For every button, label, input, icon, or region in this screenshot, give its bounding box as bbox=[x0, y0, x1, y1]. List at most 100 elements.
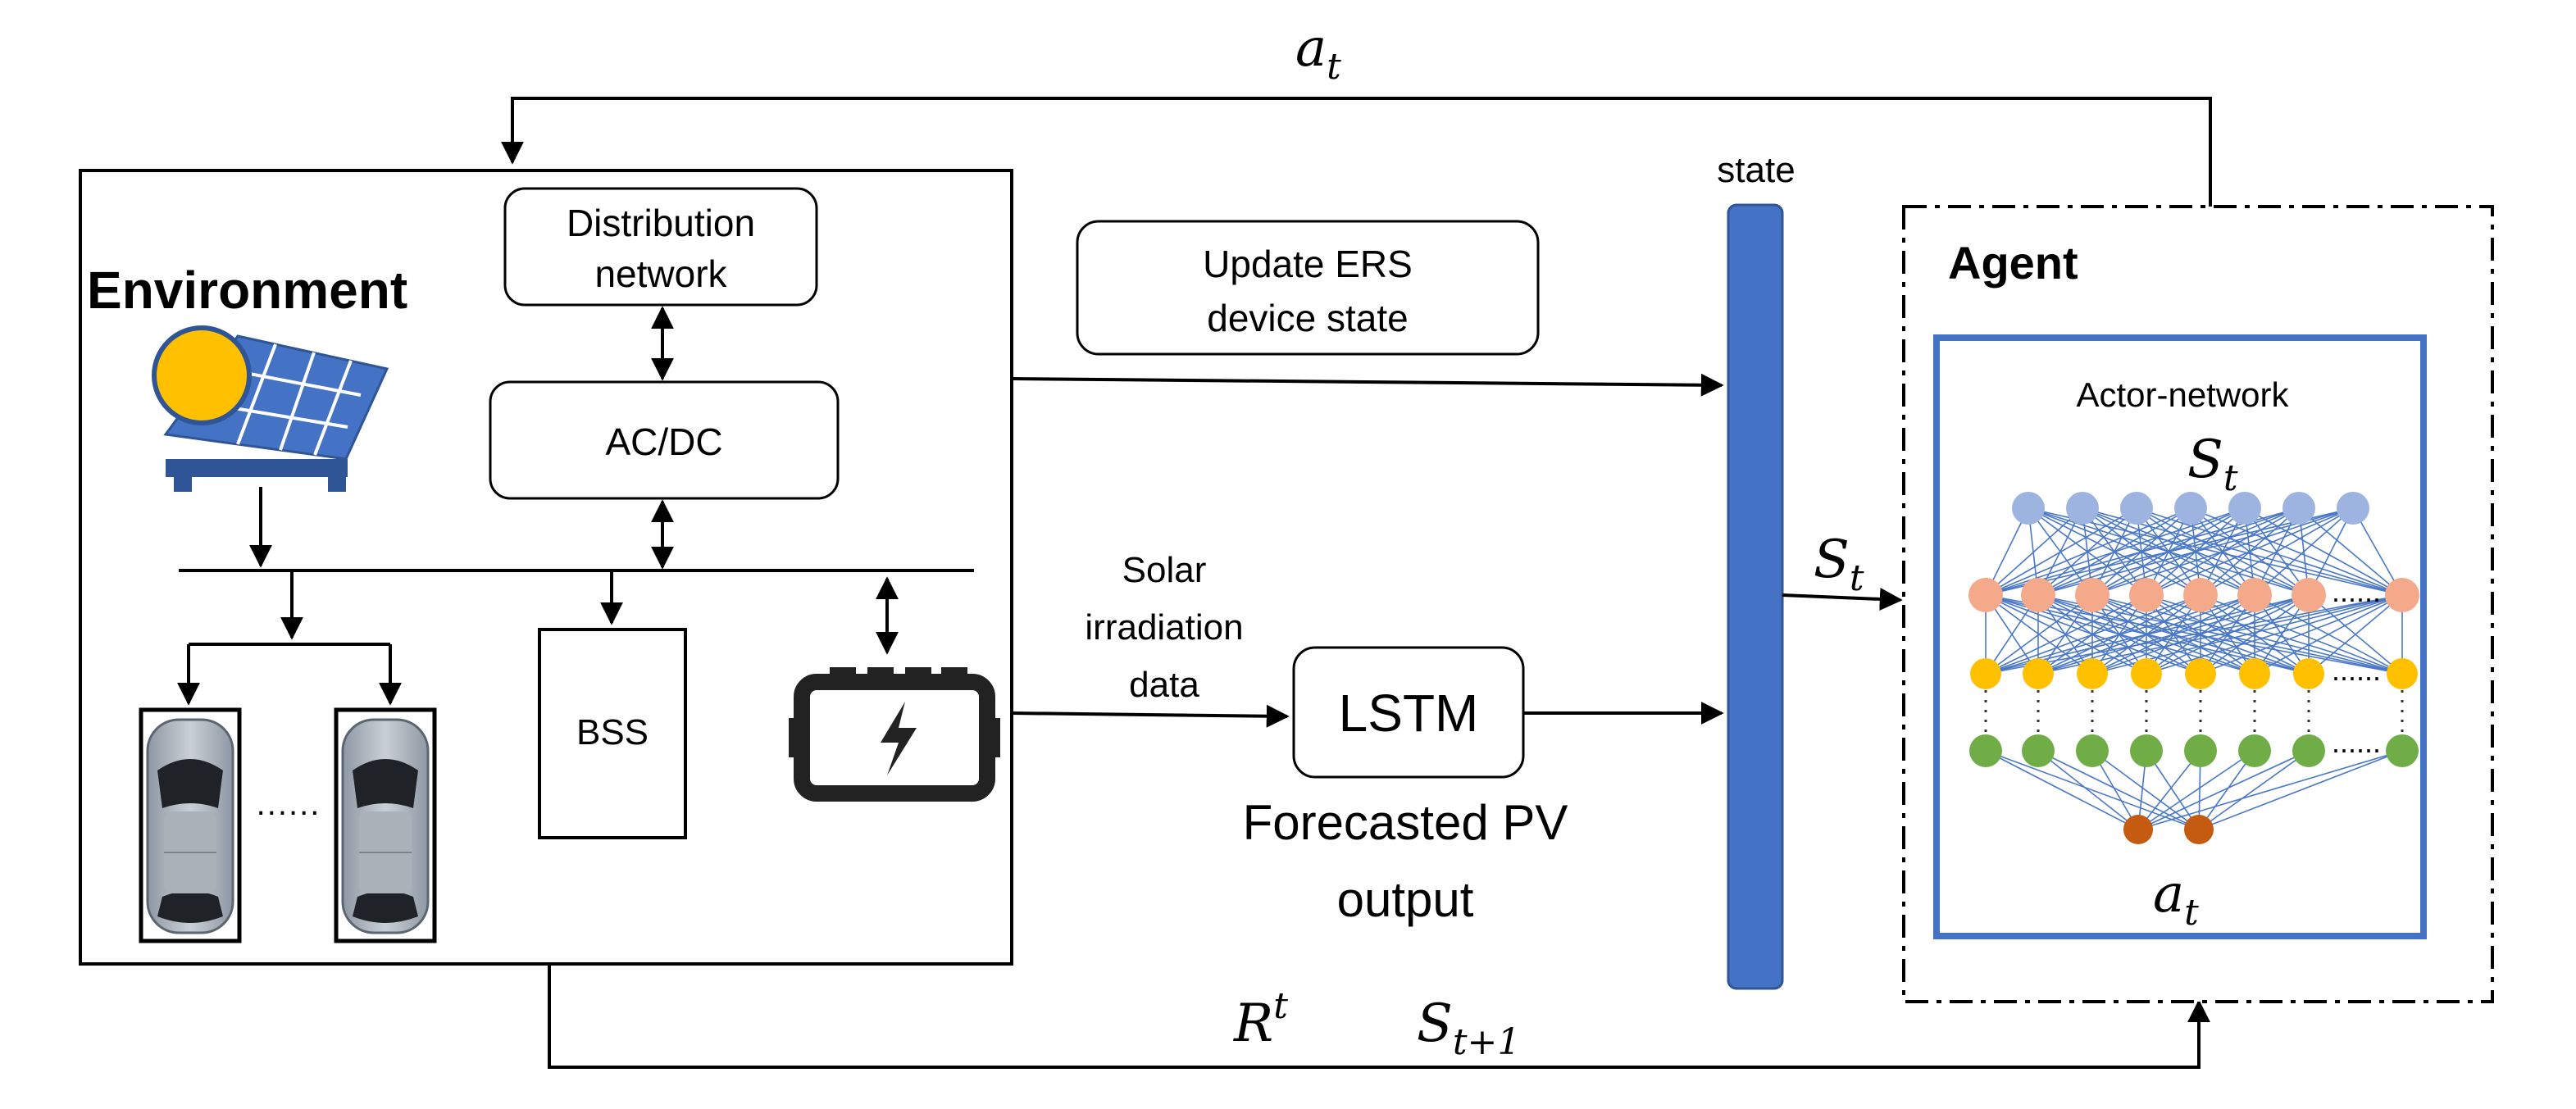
next-state-label: St+1 bbox=[1417, 993, 1520, 1063]
nn-edge bbox=[2137, 750, 2201, 830]
nn-node-hidden3 bbox=[2292, 734, 2325, 767]
actor-neural-network bbox=[1968, 492, 2419, 844]
nn-node-hidden2 bbox=[2387, 658, 2418, 689]
nn-node-hidden2 bbox=[2131, 658, 2162, 689]
actor-network-title: Actor-network bbox=[2076, 375, 2289, 414]
nn-node-output bbox=[2123, 815, 2153, 844]
nn-edge bbox=[2244, 507, 2403, 596]
state-label: state bbox=[1717, 150, 1795, 190]
nn-ellipsis-layer2: ...... bbox=[2332, 575, 2381, 608]
nn-edge bbox=[2146, 594, 2403, 675]
distribution-network-label-1: Distribution bbox=[567, 202, 755, 244]
acdc-box bbox=[489, 380, 840, 500]
nn-edge bbox=[2200, 507, 2354, 596]
sun-icon bbox=[152, 325, 252, 425]
action-label-top: at bbox=[1295, 18, 1341, 88]
nn-node-hidden1 bbox=[2385, 578, 2419, 612]
lstm-label: LSTM bbox=[1339, 684, 1479, 743]
nn-node-hidden2 bbox=[1970, 658, 2001, 689]
state-to-agent-label: St bbox=[1814, 530, 1864, 599]
nn-edge bbox=[2298, 507, 2403, 596]
nn-edge bbox=[1985, 594, 2403, 675]
nn-edge bbox=[1985, 507, 2137, 596]
nn-edge bbox=[2190, 507, 2403, 596]
nn-edge bbox=[2308, 594, 2403, 675]
nn-node-input bbox=[2282, 492, 2315, 525]
update-ers-label-2: device state bbox=[1207, 297, 1408, 339]
nn-node-input bbox=[2174, 492, 2207, 525]
bss-label: BSS bbox=[576, 712, 649, 752]
car-ellipsis: ...... bbox=[257, 786, 321, 822]
nn-edge bbox=[1985, 507, 2191, 596]
nn-node-hidden2 bbox=[2239, 658, 2270, 689]
nn-node-input bbox=[2066, 492, 2099, 525]
bss-box bbox=[538, 628, 687, 839]
nn-node-hidden2 bbox=[2023, 658, 2054, 689]
forecast-label-1: Forecasted PV bbox=[1243, 795, 1568, 850]
reward-label: Rt bbox=[1233, 985, 1288, 1054]
state-bar bbox=[1727, 203, 1784, 990]
nn-edge bbox=[2136, 507, 2403, 596]
solar-label-2: irradiation bbox=[1085, 607, 1243, 648]
nn-edge bbox=[2091, 507, 2354, 596]
nn-edge bbox=[2091, 594, 2310, 675]
battery-charger-icon bbox=[789, 667, 1000, 802]
nn-node-hidden2 bbox=[2077, 658, 2108, 689]
nn-node-hidden1 bbox=[2075, 578, 2109, 612]
nn-node-hidden3 bbox=[2130, 734, 2163, 767]
nn-edge bbox=[2198, 750, 2403, 830]
nn-edge bbox=[2198, 750, 2310, 830]
agent-title: Agent bbox=[1948, 237, 2078, 289]
actor-input-state-label: St bbox=[2187, 430, 2238, 499]
env-to-state-arrow bbox=[1011, 373, 1724, 397]
acdc-label: AC/DC bbox=[605, 420, 722, 463]
nn-edge bbox=[2254, 594, 2403, 675]
nn-edge bbox=[2200, 594, 2403, 675]
nn-node-hidden3 bbox=[2076, 734, 2109, 767]
nn-node-hidden3 bbox=[1969, 734, 2002, 767]
nn-node-hidden1 bbox=[2129, 578, 2164, 612]
nn-edge bbox=[2254, 507, 2354, 596]
nn-edge bbox=[1985, 594, 2093, 675]
nn-node-input bbox=[2120, 492, 2153, 525]
ev-car-icon-left bbox=[146, 718, 234, 934]
solar-label-1: Solar bbox=[1122, 550, 1207, 590]
nn-node-hidden2 bbox=[2185, 658, 2216, 689]
nn-node-hidden1 bbox=[2183, 578, 2218, 612]
nn-edge bbox=[2028, 507, 2403, 596]
nn-edge bbox=[2137, 750, 2255, 830]
nn-edge bbox=[1985, 750, 2200, 830]
nn-ellipsis-layer3: ...... bbox=[2332, 653, 2381, 687]
nn-edge bbox=[2137, 750, 2403, 830]
solar-label-3: data bbox=[1129, 665, 1199, 705]
nn-edge bbox=[2146, 507, 2354, 596]
distribution-network-label-2: network bbox=[594, 252, 727, 295]
update-ers-label-1: Update ERS bbox=[1203, 243, 1413, 285]
nn-node-input bbox=[2337, 492, 2369, 525]
nn-edge bbox=[2146, 594, 2310, 675]
nn-ellipsis-layer4: ...... bbox=[2332, 725, 2381, 759]
nn-edge bbox=[1985, 750, 2139, 830]
nn-edge bbox=[1985, 507, 2083, 596]
update-ers-box bbox=[1076, 220, 1540, 356]
environment-title: Environment bbox=[87, 261, 407, 320]
nn-node-hidden3 bbox=[2184, 734, 2217, 767]
action-feedback-arrow bbox=[501, 97, 2212, 207]
nn-node-hidden1 bbox=[2292, 578, 2326, 612]
nn-edge bbox=[2037, 750, 2139, 830]
nn-edge bbox=[2137, 750, 2310, 830]
nn-node-input bbox=[2228, 492, 2261, 525]
forecast-label-2: output bbox=[1337, 872, 1474, 927]
nn-node-output bbox=[2184, 815, 2214, 844]
env-to-lstm-arrow bbox=[1011, 704, 1290, 728]
nn-node-hidden1 bbox=[2021, 578, 2055, 612]
nn-node-hidden2 bbox=[2293, 658, 2324, 689]
actor-output-action-label: at bbox=[2153, 864, 2199, 934]
nn-edge bbox=[2037, 750, 2200, 830]
nn-edge bbox=[1985, 594, 2201, 675]
distribution-network-box bbox=[503, 187, 818, 307]
nn-node-hidden1 bbox=[1968, 578, 2003, 612]
nn-node-hidden3 bbox=[2022, 734, 2055, 767]
nn-node-hidden1 bbox=[2237, 578, 2272, 612]
